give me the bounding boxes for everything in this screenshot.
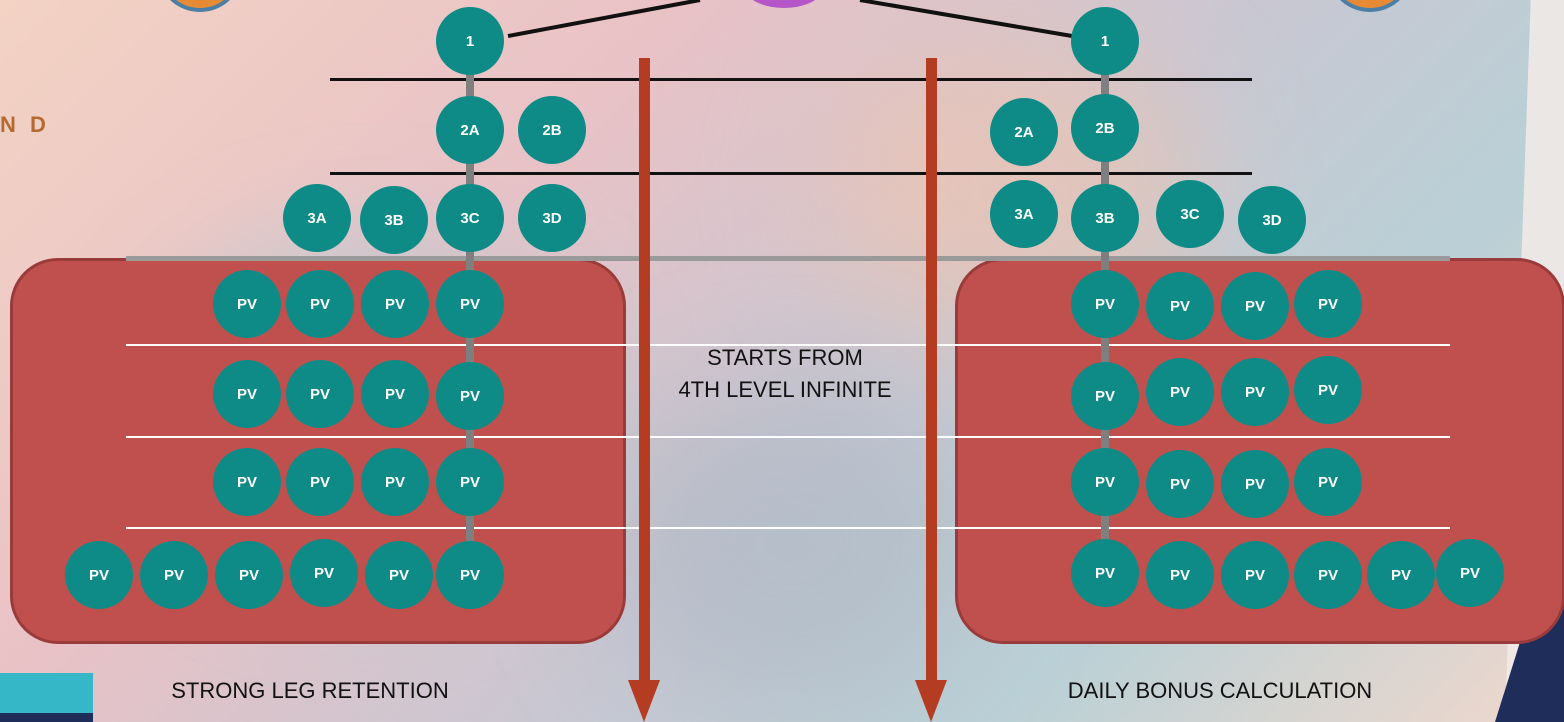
right-node-2b: 2B (1071, 94, 1139, 162)
corner-bar-teal (0, 673, 93, 713)
left-pv-r4-6: PV (436, 541, 504, 609)
right-pv-r1-1: PV (1071, 270, 1139, 338)
left-pv-r4-2: PV (140, 541, 208, 609)
right-root-node: 1 (1071, 7, 1139, 75)
right-node-3a: 3A (990, 180, 1058, 248)
center-note-line2: 4TH LEVEL INFINITE (678, 377, 892, 402)
left-root-connector (507, 0, 701, 38)
left-arrow-head (628, 680, 660, 722)
pv-row-divider-2 (126, 436, 1450, 438)
right-node-3d: 3D (1238, 186, 1306, 254)
right-node-3c: 3C (1156, 180, 1224, 248)
level-divider-2 (330, 172, 1252, 175)
right-pv-r2-4: PV (1294, 356, 1362, 424)
left-node-3b: 3B (360, 186, 428, 254)
level-divider-1 (330, 78, 1252, 81)
left-node-3c: 3C (436, 184, 504, 252)
left-caption: STRONG LEG RETENTION (171, 678, 449, 703)
left-pv-r2-4: PV (436, 362, 504, 430)
right-pv-r4-5: PV (1367, 541, 1435, 609)
right-arrow-head (915, 680, 947, 722)
left-pv-r1-4: PV (436, 270, 504, 338)
partial-heading: N D (0, 112, 50, 137)
left-pv-r2-3: PV (361, 360, 429, 428)
panel-top-line (126, 256, 1450, 261)
right-node-3b: 3B (1071, 184, 1139, 252)
right-pv-r4-6: PV (1436, 539, 1504, 607)
right-pv-r1-4: PV (1294, 270, 1362, 338)
left-pv-r2-2: PV (286, 360, 354, 428)
top-circle-purple (738, 0, 830, 8)
left-pv-r1-1: PV (213, 270, 281, 338)
right-root-connector (859, 0, 1073, 38)
right-pv-r3-1: PV (1071, 448, 1139, 516)
right-pv-r4-1: PV (1071, 539, 1139, 607)
background-blob-grey (600, 380, 980, 710)
left-arrow-shaft (639, 58, 650, 682)
left-pv-r2-1: PV (213, 360, 281, 428)
left-pv-r4-3: PV (215, 541, 283, 609)
left-pv-r3-3: PV (361, 448, 429, 516)
right-node-2a: 2A (990, 98, 1058, 166)
left-node-3a: 3A (283, 184, 351, 252)
left-node-2a: 2A (436, 96, 504, 164)
left-pv-r3-2: PV (286, 448, 354, 516)
right-pv-r3-2: PV (1146, 450, 1214, 518)
corner-bar-navy (0, 713, 93, 722)
left-pv-r4-4: PV (290, 539, 358, 607)
center-note-line1: STARTS FROM (707, 345, 863, 370)
center-note: STARTS FROM 4TH LEVEL INFINITE (635, 342, 935, 406)
left-pv-r3-4: PV (436, 448, 504, 516)
right-pv-r2-3: PV (1221, 358, 1289, 426)
right-pv-r4-2: PV (1146, 541, 1214, 609)
left-root-node: 1 (436, 7, 504, 75)
pv-row-divider-3 (126, 527, 1450, 529)
right-pv-r4-4: PV (1294, 541, 1362, 609)
right-pv-r1-2: PV (1146, 272, 1214, 340)
left-pv-r1-3: PV (361, 270, 429, 338)
right-pv-r2-1: PV (1071, 362, 1139, 430)
right-pv-r1-3: PV (1221, 272, 1289, 340)
pv-row-divider-1 (126, 344, 1450, 346)
right-pv-r2-2: PV (1146, 358, 1214, 426)
left-node-2b: 2B (518, 96, 586, 164)
left-pv-r4-5: PV (365, 541, 433, 609)
right-pv-r3-4: PV (1294, 448, 1362, 516)
right-pv-r3-3: PV (1221, 450, 1289, 518)
left-pv-r3-1: PV (213, 448, 281, 516)
right-pv-r4-3: PV (1221, 541, 1289, 609)
left-pv-r4-1: PV (65, 541, 133, 609)
left-node-3d: 3D (518, 184, 586, 252)
right-caption: DAILY BONUS CALCULATION (1067, 678, 1373, 703)
left-pv-r1-2: PV (286, 270, 354, 338)
right-arrow-shaft (926, 58, 937, 682)
